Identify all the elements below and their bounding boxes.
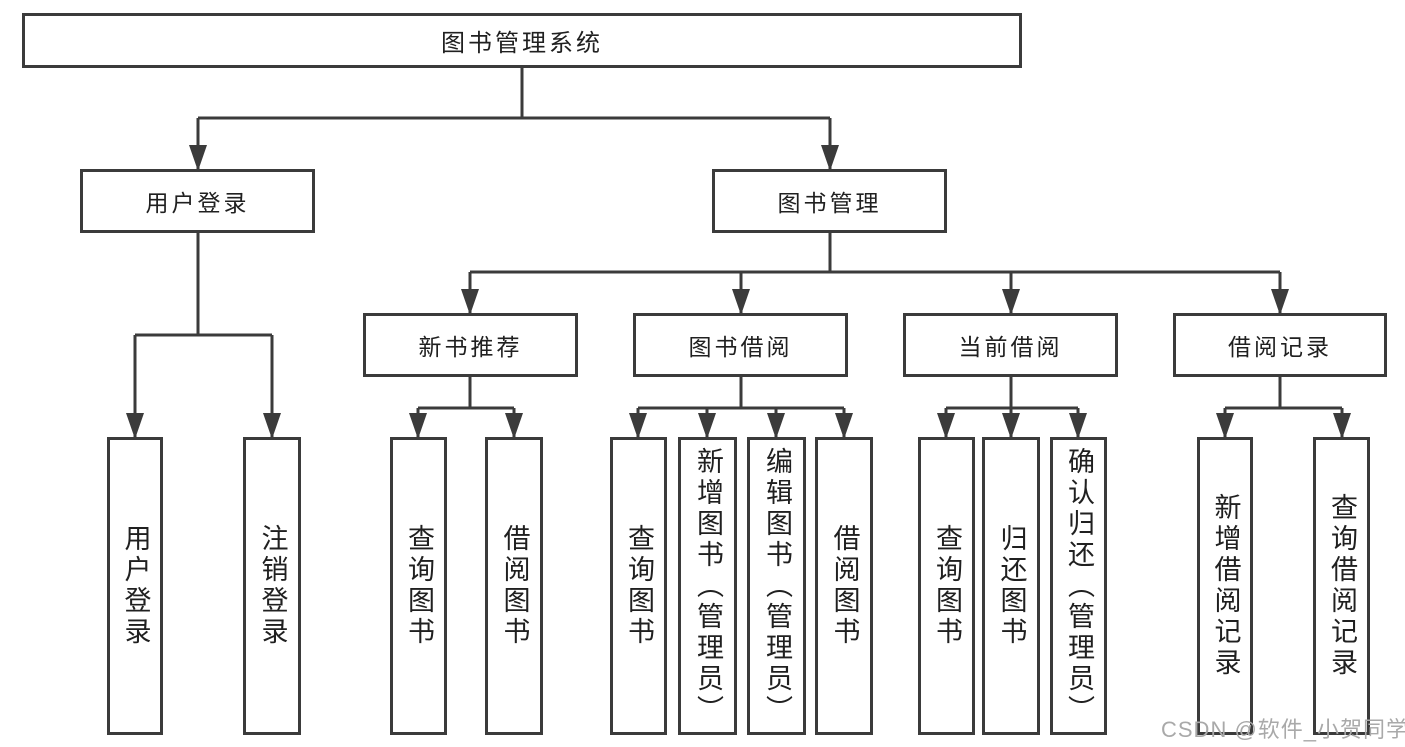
watermark: CSDN @软件_小贺同学 — [1161, 717, 1405, 742]
node-borrow-records: 借阅记录 — [1173, 313, 1387, 377]
node-user-login: 用户登录 — [80, 169, 315, 233]
node-leaf-nb-query-books: 查询图书 — [390, 437, 447, 735]
node-leaf-cb-confirm-return: 确认归还（管理员） — [1050, 437, 1107, 735]
node-leaf-br-query-record-label: 查询借阅记录 — [1327, 493, 1357, 679]
node-leaf-logout: 注销登录 — [243, 437, 301, 735]
node-book-borrow-label: 图书借阅 — [688, 334, 793, 360]
node-root: 图书管理系统 — [22, 13, 1022, 68]
node-root-label: 图书管理系统 — [441, 30, 603, 57]
node-leaf-nb-borrow-books-label: 借阅图书 — [499, 524, 530, 648]
node-book-management: 图书管理 — [712, 169, 947, 233]
node-leaf-br-query-record: 查询借阅记录 — [1313, 437, 1370, 735]
connector-new-book-recommend-children — [416, 377, 516, 437]
node-new-book-recommend: 新书推荐 — [363, 313, 578, 377]
connector-book-borrow-children — [636, 377, 846, 437]
node-leaf-user-login: 用户登录 — [107, 437, 163, 735]
node-leaf-cb-return-books-label: 归还图书 — [996, 524, 1027, 648]
arrowheads — [126, 145, 1351, 439]
connector-user-login-children — [133, 233, 274, 437]
node-leaf-br-add-record: 新增借阅记录 — [1197, 437, 1253, 735]
node-leaf-bb-query-books-label: 查询图书 — [624, 524, 654, 648]
node-leaf-bb-add-books-label: 新增图书（管理员） — [693, 446, 723, 726]
node-book-management-label: 图书管理 — [777, 190, 882, 216]
node-current-borrow-label: 当前借阅 — [958, 334, 1063, 360]
node-leaf-logout-label: 注销登录 — [257, 524, 288, 648]
node-leaf-bb-edit-books-label: 编辑图书（管理员） — [762, 446, 792, 726]
node-leaf-cb-query-books: 查询图书 — [918, 437, 975, 735]
connector-root-to-level2 — [196, 67, 832, 169]
node-book-borrow: 图书借阅 — [633, 313, 848, 377]
node-leaf-bb-add-books: 新增图书（管理员） — [678, 437, 737, 735]
node-leaf-nb-query-books-label: 查询图书 — [404, 524, 434, 648]
node-leaf-cb-return-books: 归还图书 — [982, 437, 1040, 735]
node-user-login-label: 用户登录 — [145, 190, 250, 216]
node-leaf-br-add-record-label: 新增借阅记录 — [1210, 493, 1241, 679]
node-new-book-recommend-label: 新书推荐 — [418, 334, 523, 360]
node-leaf-bb-edit-books: 编辑图书（管理员） — [747, 437, 806, 735]
node-current-borrow: 当前借阅 — [903, 313, 1118, 377]
node-leaf-bb-borrow-books-label: 借阅图书 — [829, 524, 860, 648]
node-leaf-nb-borrow-books: 借阅图书 — [485, 437, 543, 735]
connector-borrow-records-children — [1223, 377, 1344, 437]
node-leaf-bb-borrow-books: 借阅图书 — [815, 437, 873, 735]
connector-book-management-children — [468, 233, 1282, 313]
node-leaf-user-login-label: 用户登录 — [120, 524, 151, 648]
node-borrow-records-label: 借阅记录 — [1228, 334, 1332, 360]
node-leaf-cb-confirm-return-label: 确认归还（管理员） — [1064, 446, 1094, 726]
node-leaf-cb-query-books-label: 查询图书 — [932, 524, 962, 648]
node-leaf-bb-query-books: 查询图书 — [610, 437, 667, 735]
